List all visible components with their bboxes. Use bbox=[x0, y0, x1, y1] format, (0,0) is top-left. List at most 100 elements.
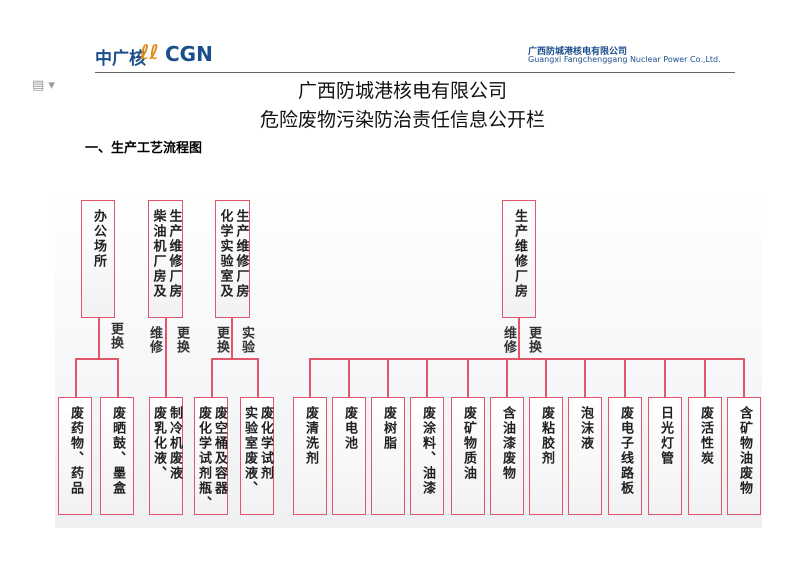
box-text-line: 制冷机废液 bbox=[167, 406, 182, 481]
source-box: 生产维修厂房 bbox=[502, 200, 536, 318]
box-text-line: 废矿物质油 bbox=[461, 406, 476, 481]
box-text-line: 生产维修厂房 bbox=[512, 209, 527, 299]
cgn-logo-icon: ℓℓ bbox=[140, 40, 159, 64]
header-divider bbox=[95, 72, 735, 73]
box-text: 废活性炭 bbox=[697, 406, 713, 466]
box-text-line: 化学实验室及 bbox=[217, 209, 233, 299]
box-text-line: 废化学试剂 bbox=[258, 406, 273, 481]
waste-box: 废化学试剂实验室废液、 bbox=[240, 397, 274, 515]
box-text: 废粘胶剂 bbox=[538, 406, 554, 466]
box-text: 废药物、药品 bbox=[67, 406, 83, 496]
box-text: 废空桶及容器废化学试剂瓶、 bbox=[195, 406, 227, 511]
waste-box: 废空桶及容器废化学试剂瓶、 bbox=[194, 397, 228, 515]
connector-line bbox=[231, 318, 233, 358]
waste-box: 废矿物质油 bbox=[451, 397, 485, 515]
box-text: 泡沫液 bbox=[577, 406, 593, 451]
connector-line bbox=[664, 358, 666, 397]
waste-box: 废电池 bbox=[332, 397, 366, 515]
source-box: 生产维修厂房柴油机厂房及 bbox=[148, 200, 183, 318]
edge-label: 维修 bbox=[501, 326, 516, 354]
edge-label: 实验 bbox=[239, 326, 254, 354]
connector-line bbox=[98, 318, 100, 358]
box-text-line: 生产维修厂房 bbox=[166, 209, 182, 299]
box-text: 废树脂 bbox=[380, 406, 396, 451]
box-text-line: 废化学试剂瓶、 bbox=[196, 406, 211, 511]
connector-line bbox=[211, 358, 213, 397]
box-text-line: 办公场所 bbox=[91, 209, 106, 269]
box-text: 废化学试剂实验室废液、 bbox=[241, 406, 273, 496]
connector-line bbox=[743, 358, 745, 397]
box-text: 含油漆废物 bbox=[499, 406, 515, 481]
box-text: 生产维修厂房柴油机厂房及 bbox=[150, 209, 182, 299]
source-box: 办公场所 bbox=[81, 200, 115, 318]
box-text: 废矿物质油 bbox=[460, 406, 476, 481]
title-line-1: 广西防城港核电有限公司 bbox=[297, 80, 507, 102]
box-text: 废涂料、油漆 bbox=[419, 406, 435, 496]
waste-box: 废晒鼓、墨盒 bbox=[100, 397, 134, 515]
connector-line bbox=[165, 318, 167, 397]
company-name-en: Guangxi Fangchenggang Nuclear Power Co.,… bbox=[528, 55, 721, 64]
cgn-logo-en: CGN bbox=[165, 42, 213, 66]
edge-label: 更换 bbox=[174, 326, 189, 354]
edge-label: 更换 bbox=[108, 322, 123, 350]
box-text-line: 泡沫液 bbox=[578, 406, 593, 451]
waste-box: 废电子线路板 bbox=[608, 397, 642, 515]
connector-line bbox=[467, 358, 469, 397]
connector-line bbox=[348, 358, 350, 397]
box-text-line: 废粘胶剂 bbox=[539, 406, 554, 466]
waste-box: 含矿物油废物 bbox=[727, 397, 761, 515]
waste-box: 废药物、药品 bbox=[58, 397, 92, 515]
box-text-line: 生产维修厂房 bbox=[233, 209, 249, 299]
box-text-line: 柴油机厂房及 bbox=[150, 209, 166, 299]
connector-line bbox=[584, 358, 586, 397]
edge-label: 更换 bbox=[214, 326, 229, 354]
waste-box: 废活性炭 bbox=[688, 397, 722, 515]
box-text-line: 废清洗剂 bbox=[303, 406, 318, 466]
box-text-line: 废电子线路板 bbox=[618, 406, 633, 496]
box-text-line: 废乳化液、 bbox=[151, 406, 166, 481]
box-text-line: 含矿物油废物 bbox=[737, 406, 752, 496]
connector-line bbox=[117, 358, 119, 397]
waste-box: 废清洗剂 bbox=[293, 397, 327, 515]
waste-box: 废粘胶剂 bbox=[529, 397, 563, 515]
connector-line bbox=[75, 358, 77, 397]
connector-line bbox=[309, 358, 744, 360]
connector-line bbox=[545, 358, 547, 397]
connector-line bbox=[211, 358, 257, 360]
title-line-2: 危险废物污染防治责任信息公开栏 bbox=[259, 109, 545, 131]
waste-box: 制冷机废液废乳化液、 bbox=[149, 397, 183, 515]
box-text-line: 废晒鼓、墨盒 bbox=[110, 406, 125, 496]
edge-label: 维修 bbox=[147, 326, 162, 354]
connector-line bbox=[426, 358, 428, 397]
box-text: 办公场所 bbox=[90, 209, 106, 269]
box-text: 废电子线路板 bbox=[617, 406, 633, 496]
waste-box: 废涂料、油漆 bbox=[410, 397, 444, 515]
waste-box: 废树脂 bbox=[371, 397, 405, 515]
waste-box: 日光灯管 bbox=[648, 397, 682, 515]
document-icon[interactable]: ▤ ▾ bbox=[32, 78, 55, 93]
connector-line bbox=[257, 358, 259, 397]
box-text: 废电池 bbox=[341, 406, 357, 451]
box-text-line: 含油漆废物 bbox=[500, 406, 515, 481]
connector-line bbox=[387, 358, 389, 397]
box-text-line: 废树脂 bbox=[381, 406, 396, 451]
box-text-line: 废涂料、油漆 bbox=[420, 406, 435, 496]
company-name-cn: 广西防城港核电有限公司 bbox=[528, 47, 628, 57]
connector-line bbox=[506, 358, 508, 397]
box-text: 废清洗剂 bbox=[302, 406, 318, 466]
box-text-line: 废活性炭 bbox=[698, 406, 713, 466]
connector-line bbox=[75, 358, 117, 360]
cgn-logo-text: 中广核 bbox=[95, 49, 146, 69]
connector-line bbox=[309, 358, 311, 397]
waste-box: 含油漆废物 bbox=[490, 397, 524, 515]
waste-box: 泡沫液 bbox=[568, 397, 602, 515]
box-text-line: 日光灯管 bbox=[658, 406, 673, 466]
connector-line bbox=[518, 318, 520, 358]
box-text-line: 废电池 bbox=[342, 406, 357, 451]
box-text: 制冷机废液废乳化液、 bbox=[150, 406, 182, 481]
box-text: 生产维修厂房 bbox=[511, 209, 527, 299]
section-heading: 一、生产工艺流程图 bbox=[85, 141, 203, 156]
edge-label: 更换 bbox=[526, 326, 541, 354]
